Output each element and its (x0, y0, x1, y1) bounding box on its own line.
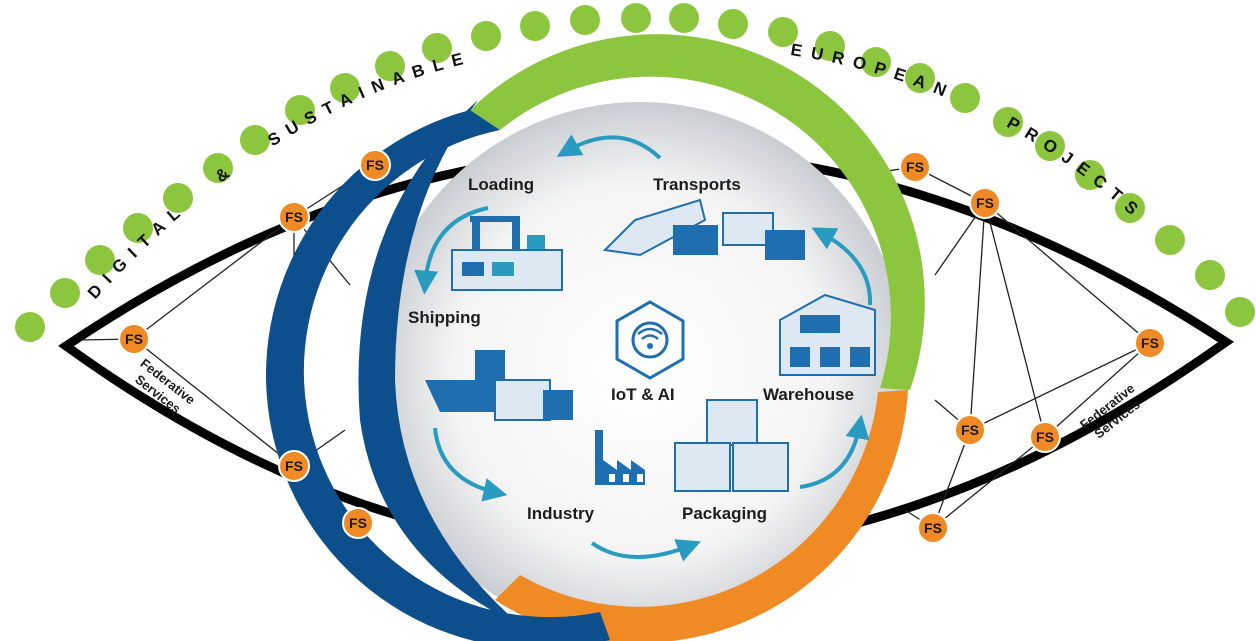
green-dot (1115, 193, 1145, 223)
green-dot (1155, 225, 1185, 255)
fs-node: FS (342, 507, 374, 539)
green-dot (768, 17, 798, 47)
fs-node: FS (969, 187, 1001, 219)
fs-node-label: FS (1141, 335, 1159, 351)
fs-node-circle (118, 323, 150, 355)
arrow-packaging-to-warehouse (799, 414, 870, 489)
green-dot (993, 107, 1023, 137)
fs-node: FS (359, 149, 391, 181)
green-dot (330, 73, 360, 103)
green-dots-arc (15, 3, 1255, 342)
packaging-boxes-icon (674, 399, 789, 492)
green-dot (375, 51, 405, 81)
arrow-loading-to-shipping (414, 206, 489, 295)
fs-node-label: FS (924, 520, 942, 536)
green-dot (471, 21, 501, 51)
fs-node-label: FS (125, 331, 143, 347)
stage-label-warehouse: Warehouse (763, 385, 854, 404)
fs-node: FS (1134, 327, 1166, 359)
green-dot (905, 63, 935, 93)
flow-arrows (414, 134, 873, 562)
green-dot (669, 3, 699, 33)
iot-ai-hexagon-icon (615, 300, 685, 380)
green-dot (861, 47, 891, 77)
fs-node: FS (278, 450, 310, 482)
green-dot (50, 278, 80, 308)
stage-label-industry: Industry (527, 504, 595, 523)
green-dot (815, 31, 845, 61)
fs-node-circle (969, 187, 1001, 219)
fs-node-label: FS (349, 515, 367, 531)
loading-crane-icon (451, 216, 563, 291)
fs-node: FS (917, 512, 949, 544)
fs-node-circle (954, 414, 986, 446)
stage-label-iot-ai: IoT & AI (611, 385, 675, 404)
green-dot (240, 125, 270, 155)
train-truck-icon (602, 198, 805, 260)
green-dot (1195, 260, 1225, 290)
green-dot (570, 5, 600, 35)
green-dot (163, 183, 193, 213)
fs-node-label: FS (961, 422, 979, 438)
fs-node-label: FS (366, 157, 384, 173)
ring-orange-segment (495, 390, 908, 641)
fs-node: FS (899, 151, 931, 183)
stage-label-transports: Transports (653, 175, 741, 194)
stage-label-loading: Loading (468, 175, 534, 194)
fs-node: FS (278, 201, 310, 233)
arrow-transports-to-loading (556, 134, 662, 160)
green-dot (123, 213, 153, 243)
fs-node: FS (954, 414, 986, 446)
green-dot (718, 9, 748, 39)
green-dot (1075, 160, 1105, 190)
stage-label-shipping: Shipping (408, 308, 481, 327)
warehouse-icon (779, 293, 876, 376)
fs-node-circle (359, 149, 391, 181)
green-dot (520, 11, 550, 41)
fs-nodes: FS FS FS FS FS FS FS FS FS FS FS (118, 149, 1166, 544)
fs-node-label: FS (1036, 429, 1054, 445)
fs-node-label: FS (285, 458, 303, 474)
green-dot (85, 245, 115, 275)
fs-node-label: FS (976, 195, 994, 211)
fs-node: FS (1029, 421, 1061, 453)
fs-node-circle (342, 507, 374, 539)
ship-truck-icon (425, 350, 573, 421)
green-dot (1225, 297, 1255, 327)
factory-icon (595, 430, 645, 485)
green-dot (422, 33, 452, 63)
ring-green-segment (470, 34, 925, 390)
fs-node-circle (278, 201, 310, 233)
stage-label-packaging: Packaging (682, 504, 767, 523)
green-dot (15, 312, 45, 342)
arrow-industry-to-packaging (590, 539, 701, 562)
green-dot (1035, 131, 1065, 161)
fs-node-circle (278, 450, 310, 482)
fs-node-circle (899, 151, 931, 183)
fs-node-label: FS (906, 159, 924, 175)
arrow-warehouse-to-transports (811, 227, 873, 306)
fs-node-label: FS (285, 209, 303, 225)
green-dot (621, 3, 651, 33)
arrow-shipping-to-industry (433, 427, 508, 502)
green-dot (950, 83, 980, 113)
ring-blue-outer (358, 100, 520, 625)
fs-node-circle (1029, 421, 1061, 453)
fs-node-circle (1134, 327, 1166, 359)
green-dot (203, 153, 233, 183)
federative-services-right: Federative Services (1077, 381, 1143, 442)
fs-node: FS (118, 323, 150, 355)
green-dot (285, 95, 315, 125)
fs-node-circle (917, 512, 949, 544)
